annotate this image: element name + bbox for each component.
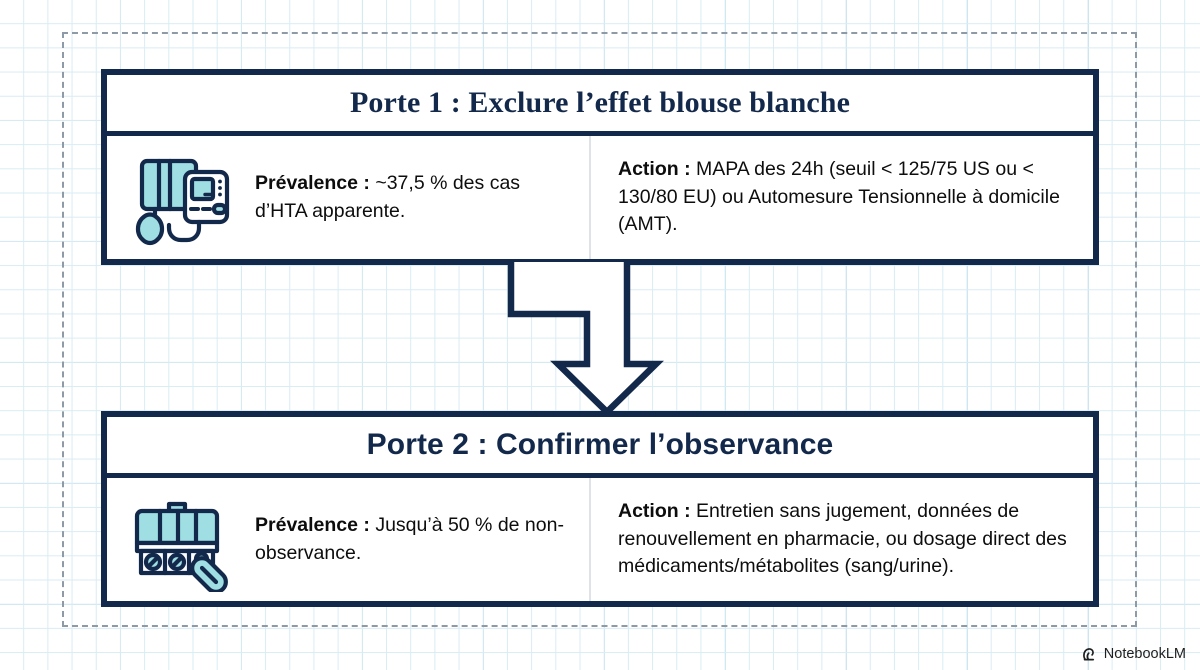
- porte-2-prevalence: Prévalence : Jusqu’à 50 % de non-observa…: [255, 478, 589, 601]
- porte-1-action-text: MAPA des 24h (seuil < 125/75 US ou < 130…: [618, 157, 1060, 236]
- porte-1-prevalence: Prévalence : ~37,5 % des cas d’HTA appar…: [255, 136, 589, 259]
- card-porte-1-body: Prévalence : ~37,5 % des cas d’HTA appar…: [107, 136, 1093, 259]
- porte-2-prevalence-lead: Prévalence :: [255, 513, 370, 536]
- porte-2-prevalence-text: Jusqu’à 50 % de non-observance.: [255, 513, 564, 564]
- card-porte-2: Porte 2 : Confirmer l’observance: [101, 411, 1099, 607]
- card-porte-2-title: Porte 2 : Confirmer l’observance: [107, 417, 1093, 478]
- card-porte-1: Porte 1 : Exclure l’effet blouse blanche: [101, 69, 1099, 265]
- pill-organizer-icon: [107, 478, 255, 601]
- porte-1-action: Action : MAPA des 24h (seuil < 125/75 US…: [589, 136, 1093, 259]
- porte-1-prevalence-lead: Prévalence :: [255, 171, 370, 194]
- notebooklm-label: NotebookLM: [1103, 646, 1186, 662]
- porte-2-action-text: Entretien sans jugement, données de reno…: [618, 499, 1067, 578]
- blood-pressure-monitor-icon: [107, 136, 255, 259]
- porte-2-action: Action : Entretien sans jugement, donnée…: [589, 478, 1093, 601]
- notebooklm-spiral-icon: [1082, 647, 1099, 662]
- notebooklm-watermark: NotebookLM: [1082, 646, 1186, 662]
- porte-1-prevalence-text: ~37,5 % des cas d’HTA apparente.: [255, 171, 521, 222]
- porte-1-action-lead: Action :: [618, 157, 691, 180]
- card-porte-2-body: Prévalence : Jusqu’à 50 % de non-observa…: [107, 478, 1093, 601]
- card-porte-1-title: Porte 1 : Exclure l’effet blouse blanche: [107, 75, 1093, 136]
- porte-2-action-lead: Action :: [618, 499, 691, 522]
- downward-arrow-connector: [460, 262, 710, 417]
